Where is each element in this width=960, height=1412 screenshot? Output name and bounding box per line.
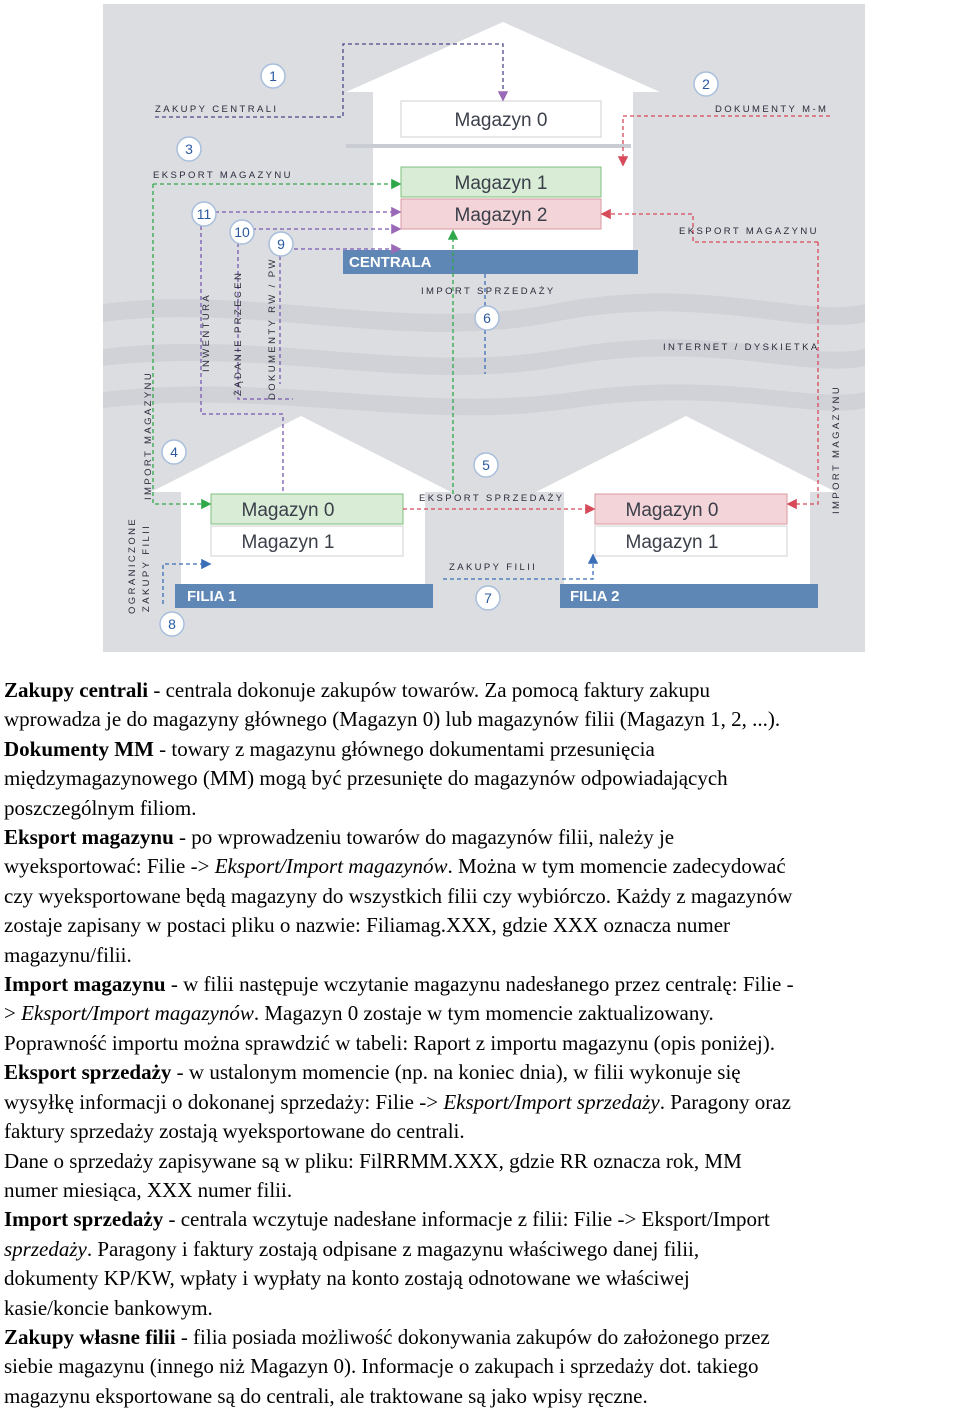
- centrala-magazyn0-label: Magazyn 0: [455, 110, 548, 131]
- wave-band-3: [103, 384, 865, 416]
- step-badge-1: 1: [260, 63, 286, 89]
- flow-zakupy-filii: [443, 553, 599, 580]
- label-eksport-magazynu-right: EKSPORT MAGAZYNU: [679, 226, 819, 237]
- label-zakupy-filii-side: ZAKUPY FILII: [141, 524, 152, 612]
- svg-text:4: 4: [170, 444, 178, 460]
- svg-text:10: 10: [234, 224, 250, 240]
- svg-text:9: 9: [277, 236, 285, 252]
- term: Eksport magazynu: [4, 825, 174, 850]
- label-import-sprzedazy: IMPORT SPRZEDAŻY: [421, 286, 556, 297]
- warehouse-flow-diagram: Magazyn 0 Magazyn 1 Magazyn 2 CENTRALA M…: [103, 4, 865, 652]
- step-badge-4: 4: [161, 439, 187, 465]
- label-import-magazynu-right: IMPORT MAGAZYNU: [831, 385, 842, 514]
- step-badge-3: 3: [176, 136, 202, 162]
- wave-band-2: [103, 339, 865, 376]
- term: Dokumenty MM: [4, 736, 154, 761]
- term: Zakupy centrali: [4, 678, 149, 702]
- term: Import sprzedaży: [4, 1207, 164, 1232]
- filia1-house: Magazyn 0 Magazyn 1 FILIA 1: [151, 416, 451, 608]
- svg-text:7: 7: [484, 590, 492, 606]
- svg-text:3: 3: [185, 141, 193, 157]
- paragraph-import-magazynu: Import magazynu - w filii następuje wczy…: [4, 972, 794, 1055]
- flow-zakupy-centrali: [155, 43, 509, 118]
- centrala-magazyn1-box: [400, 166, 602, 198]
- label-dokumenty-rw-pw: DOKUMENTY RW / PW: [267, 257, 278, 400]
- paragraph-import-sprzedazy: Import sprzedaży - centrala wczytuje nad…: [4, 1207, 770, 1320]
- label-eksport-sprzedazy: EKSPORT SPRZEDAŻY: [419, 493, 565, 504]
- svg-text:8: 8: [168, 616, 176, 632]
- flow-import-magazynu-left: [152, 184, 212, 510]
- term: Eksport sprzedaży: [4, 1060, 172, 1085]
- paragraph-zakupy-wlasne-filii: Zakupy własne filii - filia posiada możl…: [4, 1324, 770, 1408]
- term: Zakupy własne filii: [4, 1324, 176, 1349]
- label-dokumenty-mm: DOKUMENTY M-M: [715, 104, 828, 115]
- step-badge-6: 6: [474, 305, 500, 331]
- filia2-name: FILIA 2: [570, 588, 619, 605]
- label-zadanie-przecen: ŻĄDANIE PRZECEN: [233, 271, 244, 396]
- flow-import-magazynu-right: [786, 242, 819, 510]
- label-zakupy-filii: ZAKUPY FILII: [449, 562, 537, 573]
- filia1-name: FILIA 1: [187, 588, 236, 605]
- label-import-magazynu-left: IMPORT MAGAZYNU: [143, 371, 154, 500]
- centrala-magazyn0-box: [400, 100, 602, 138]
- step-badge-10: 10: [229, 219, 255, 245]
- centrala-magazyn2-label: Magazyn 2: [455, 205, 548, 226]
- label-internet: INTERNET / DYSKIETKA: [663, 342, 820, 353]
- filia2-magazyn0-label: Magazyn 0: [626, 500, 719, 521]
- label-zakupy-centrali: ZAKUPY CENTRALI: [155, 104, 278, 115]
- step-badge-11: 11: [191, 201, 217, 227]
- filia2-house: Magazyn 0 Magazyn 1 FILIA 2: [536, 416, 836, 608]
- filia1-magazyn0-label: Magazyn 0: [242, 500, 335, 521]
- filia2-magazyn0-box: [594, 493, 788, 525]
- svg-text:2: 2: [702, 76, 710, 92]
- paragraph-eksport-magazynu: Eksport magazynu - po wprowadzeniu towar…: [4, 825, 793, 967]
- centrala-name: CENTRALA: [349, 254, 432, 271]
- centrala-house: Magazyn 0 Magazyn 1 Magazyn 2 CENTRALA: [343, 22, 660, 274]
- wave-band-1: [103, 293, 865, 332]
- description-text: Zakupy centrali - centrala dokonuje zaku…: [4, 676, 960, 1411]
- filia2-magazyn1-box: [594, 525, 788, 557]
- filia1-magazyn1-label: Magazyn 1: [242, 532, 335, 553]
- term: Import magazynu: [4, 972, 166, 997]
- paragraph-eksport-sprzedazy: Eksport sprzedaży - w ustalonym momencie…: [4, 1060, 791, 1202]
- flow-ograniczone: [162, 558, 212, 604]
- svg-text:1: 1: [269, 68, 277, 84]
- step-badge-8: 8: [159, 611, 185, 637]
- step-badge-2: 2: [693, 71, 719, 97]
- label-ograniczone: OGRANICZONE: [127, 517, 138, 614]
- flow-11-vertical: [200, 212, 284, 494]
- flow-dokumenty-mm: [617, 115, 830, 167]
- centrala-magazyn1-label: Magazyn 1: [455, 173, 548, 194]
- centrala-magazyn2-box: [400, 198, 602, 230]
- paragraph-zakupy-centrali: Zakupy centrali - centrala dokonuje zaku…: [4, 678, 781, 732]
- svg-text:11: 11: [197, 206, 212, 222]
- flow-eksport-magazynu-right: [600, 208, 818, 243]
- filia1-magazyn1-box: [210, 525, 404, 557]
- svg-text:6: 6: [483, 310, 491, 326]
- svg-text:5: 5: [482, 457, 490, 473]
- label-inwentura: INWENTURA: [201, 293, 212, 372]
- flow-10-vertical: [237, 229, 293, 400]
- step-badge-7: 7: [475, 585, 501, 611]
- step-badge-9: 9: [268, 231, 294, 257]
- label-eksport-magazynu-left: EKSPORT MAGAZYNU: [153, 170, 293, 181]
- step-badge-5: 5: [473, 452, 499, 478]
- paragraph-dokumenty-mm: Dokumenty MM - towary z magazynu główneg…: [4, 736, 728, 820]
- filia2-magazyn1-label: Magazyn 1: [626, 532, 719, 553]
